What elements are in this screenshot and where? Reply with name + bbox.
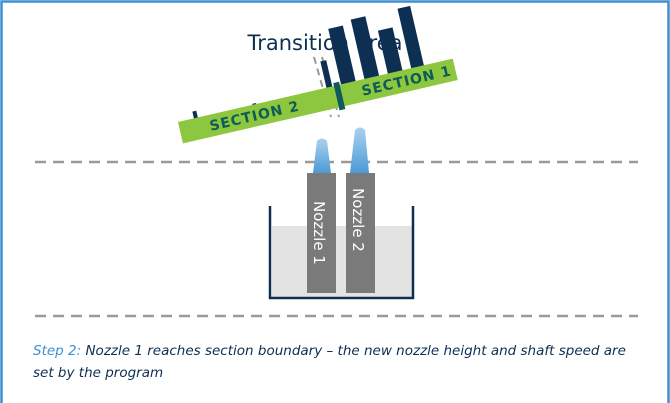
tank-walls	[268, 206, 415, 300]
nozzle-2: Nozzle 2	[346, 173, 375, 293]
nozzle-1-body	[307, 173, 336, 293]
caption-text: Nozzle 1 reaches section boundary – the …	[33, 343, 626, 381]
tank	[268, 206, 415, 300]
spray-plume-nozzle-1	[313, 138, 331, 173]
title: Transition area	[246, 31, 402, 55]
caption: Step 2: Nozzle 1 reaches section boundar…	[33, 340, 643, 384]
nozzle-1-label: Nozzle 1	[310, 201, 328, 265]
nozzle-1: Nozzle 1	[307, 173, 336, 293]
spray-plumes	[313, 127, 369, 173]
strip-section-1	[339, 58, 458, 107]
section-boundary-marker	[333, 81, 346, 111]
strip-section-2	[178, 86, 339, 144]
spray-plume-nozzle-2	[350, 127, 369, 173]
nozzle-2-body	[346, 173, 375, 293]
caption-step-label: Step 2:	[33, 343, 82, 359]
nozzle-2-label: Nozzle 2	[349, 188, 367, 252]
tank-liquid	[272, 226, 412, 298]
